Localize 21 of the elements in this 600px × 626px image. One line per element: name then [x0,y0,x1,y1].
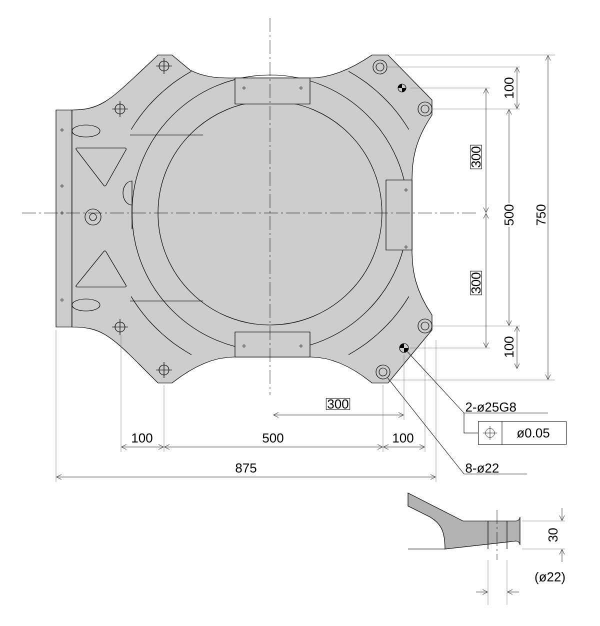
dimension-text: 100 [130,432,154,444]
dimension-text: 30 [547,526,559,544]
dimension-text: 875 [234,462,258,474]
leader-line [464,412,478,434]
dimension-text: 500 [261,432,285,444]
callout-text: 2-ø25G8 [464,402,548,414]
dimension-text: 100 [503,335,515,359]
dimension-text: 750 [535,203,547,227]
dimension-text: 100 [503,76,515,100]
dimension-text: (ø22) [533,570,567,586]
leader-line [407,351,464,414]
dimension-text: 500 [503,203,515,227]
boxed-dimension: 300 [470,144,482,170]
pin-hole [399,343,409,353]
boxed-dimension: 300 [470,270,482,296]
callout-text: 8-ø22 [464,463,528,474]
dimension-text: 100 [391,432,415,444]
bolt-hole [376,364,390,380]
boxed-dimension: 300 [326,398,350,410]
tolerance-frame: ø0.05 [478,421,566,445]
leader-line [387,377,464,474]
